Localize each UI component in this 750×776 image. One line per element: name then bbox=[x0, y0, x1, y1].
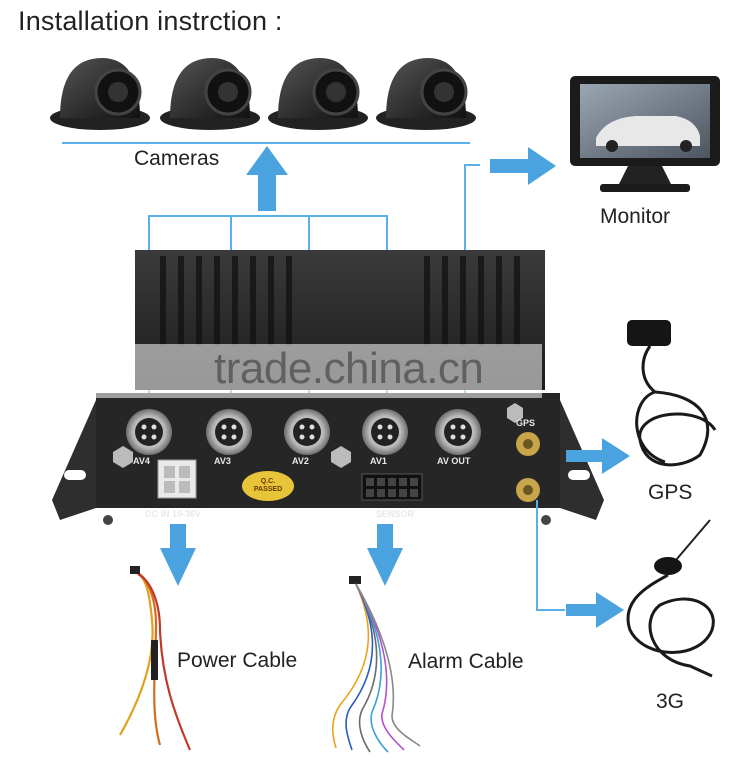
cameras-label: Cameras bbox=[134, 147, 220, 170]
power-cable-icon bbox=[119, 566, 192, 751]
port-av2-connector bbox=[284, 409, 330, 455]
port-gps-label: GPS bbox=[516, 418, 536, 428]
arrow-right-monitor-icon bbox=[490, 147, 556, 185]
arrow-right-gps-icon bbox=[566, 438, 630, 474]
arrow-down-alarm-icon bbox=[367, 524, 403, 586]
qc-passed-sticker bbox=[242, 471, 294, 501]
arrow-down-power-icon bbox=[160, 524, 196, 586]
dc-in-label: DC IN 10-36V bbox=[145, 509, 202, 519]
camera-4-icon bbox=[376, 58, 476, 130]
port-av1-label: AV1 bbox=[370, 456, 387, 466]
camera-2-icon bbox=[160, 58, 260, 130]
port-av4-connector bbox=[126, 409, 172, 455]
3g-antenna-port bbox=[516, 478, 540, 502]
camera-1-icon bbox=[50, 58, 150, 130]
watermark-band bbox=[88, 344, 542, 398]
port-av3-connector bbox=[206, 409, 252, 455]
port-av2-label: AV2 bbox=[292, 456, 309, 466]
dc-in-socket bbox=[157, 459, 197, 499]
port-av4-label: AV4 bbox=[133, 456, 150, 466]
port-av3-label: AV3 bbox=[214, 456, 231, 466]
3g-antenna-icon bbox=[626, 519, 715, 678]
port-av-out-label: AV OUT bbox=[437, 456, 471, 466]
sensor-label: SENSOR bbox=[376, 509, 415, 519]
port-av1-connector bbox=[362, 409, 408, 455]
monitor-icon bbox=[570, 76, 720, 192]
port-av-out-connector bbox=[435, 409, 481, 455]
sensor-socket bbox=[361, 473, 423, 501]
qc-passed-label: Q.C. PASSED bbox=[253, 478, 283, 493]
camera-3-icon bbox=[268, 58, 368, 130]
power-cable-label: Power Cable bbox=[177, 649, 298, 672]
3g-label: 3G bbox=[656, 690, 685, 713]
watermark-text: trade.china.cn bbox=[214, 344, 484, 393]
alarm-cable-label: Alarm Cable bbox=[408, 650, 524, 673]
gps-antenna-port bbox=[516, 432, 540, 456]
gps-label: GPS bbox=[648, 481, 693, 504]
arrow-right-3g-icon bbox=[566, 592, 624, 628]
monitor-label: Monitor bbox=[600, 205, 671, 228]
alarm-cable-icon bbox=[331, 576, 421, 753]
arrow-up-cameras-icon bbox=[246, 146, 288, 211]
gps-antenna-icon bbox=[627, 320, 717, 467]
page-title: Installation instrction : bbox=[18, 6, 283, 36]
